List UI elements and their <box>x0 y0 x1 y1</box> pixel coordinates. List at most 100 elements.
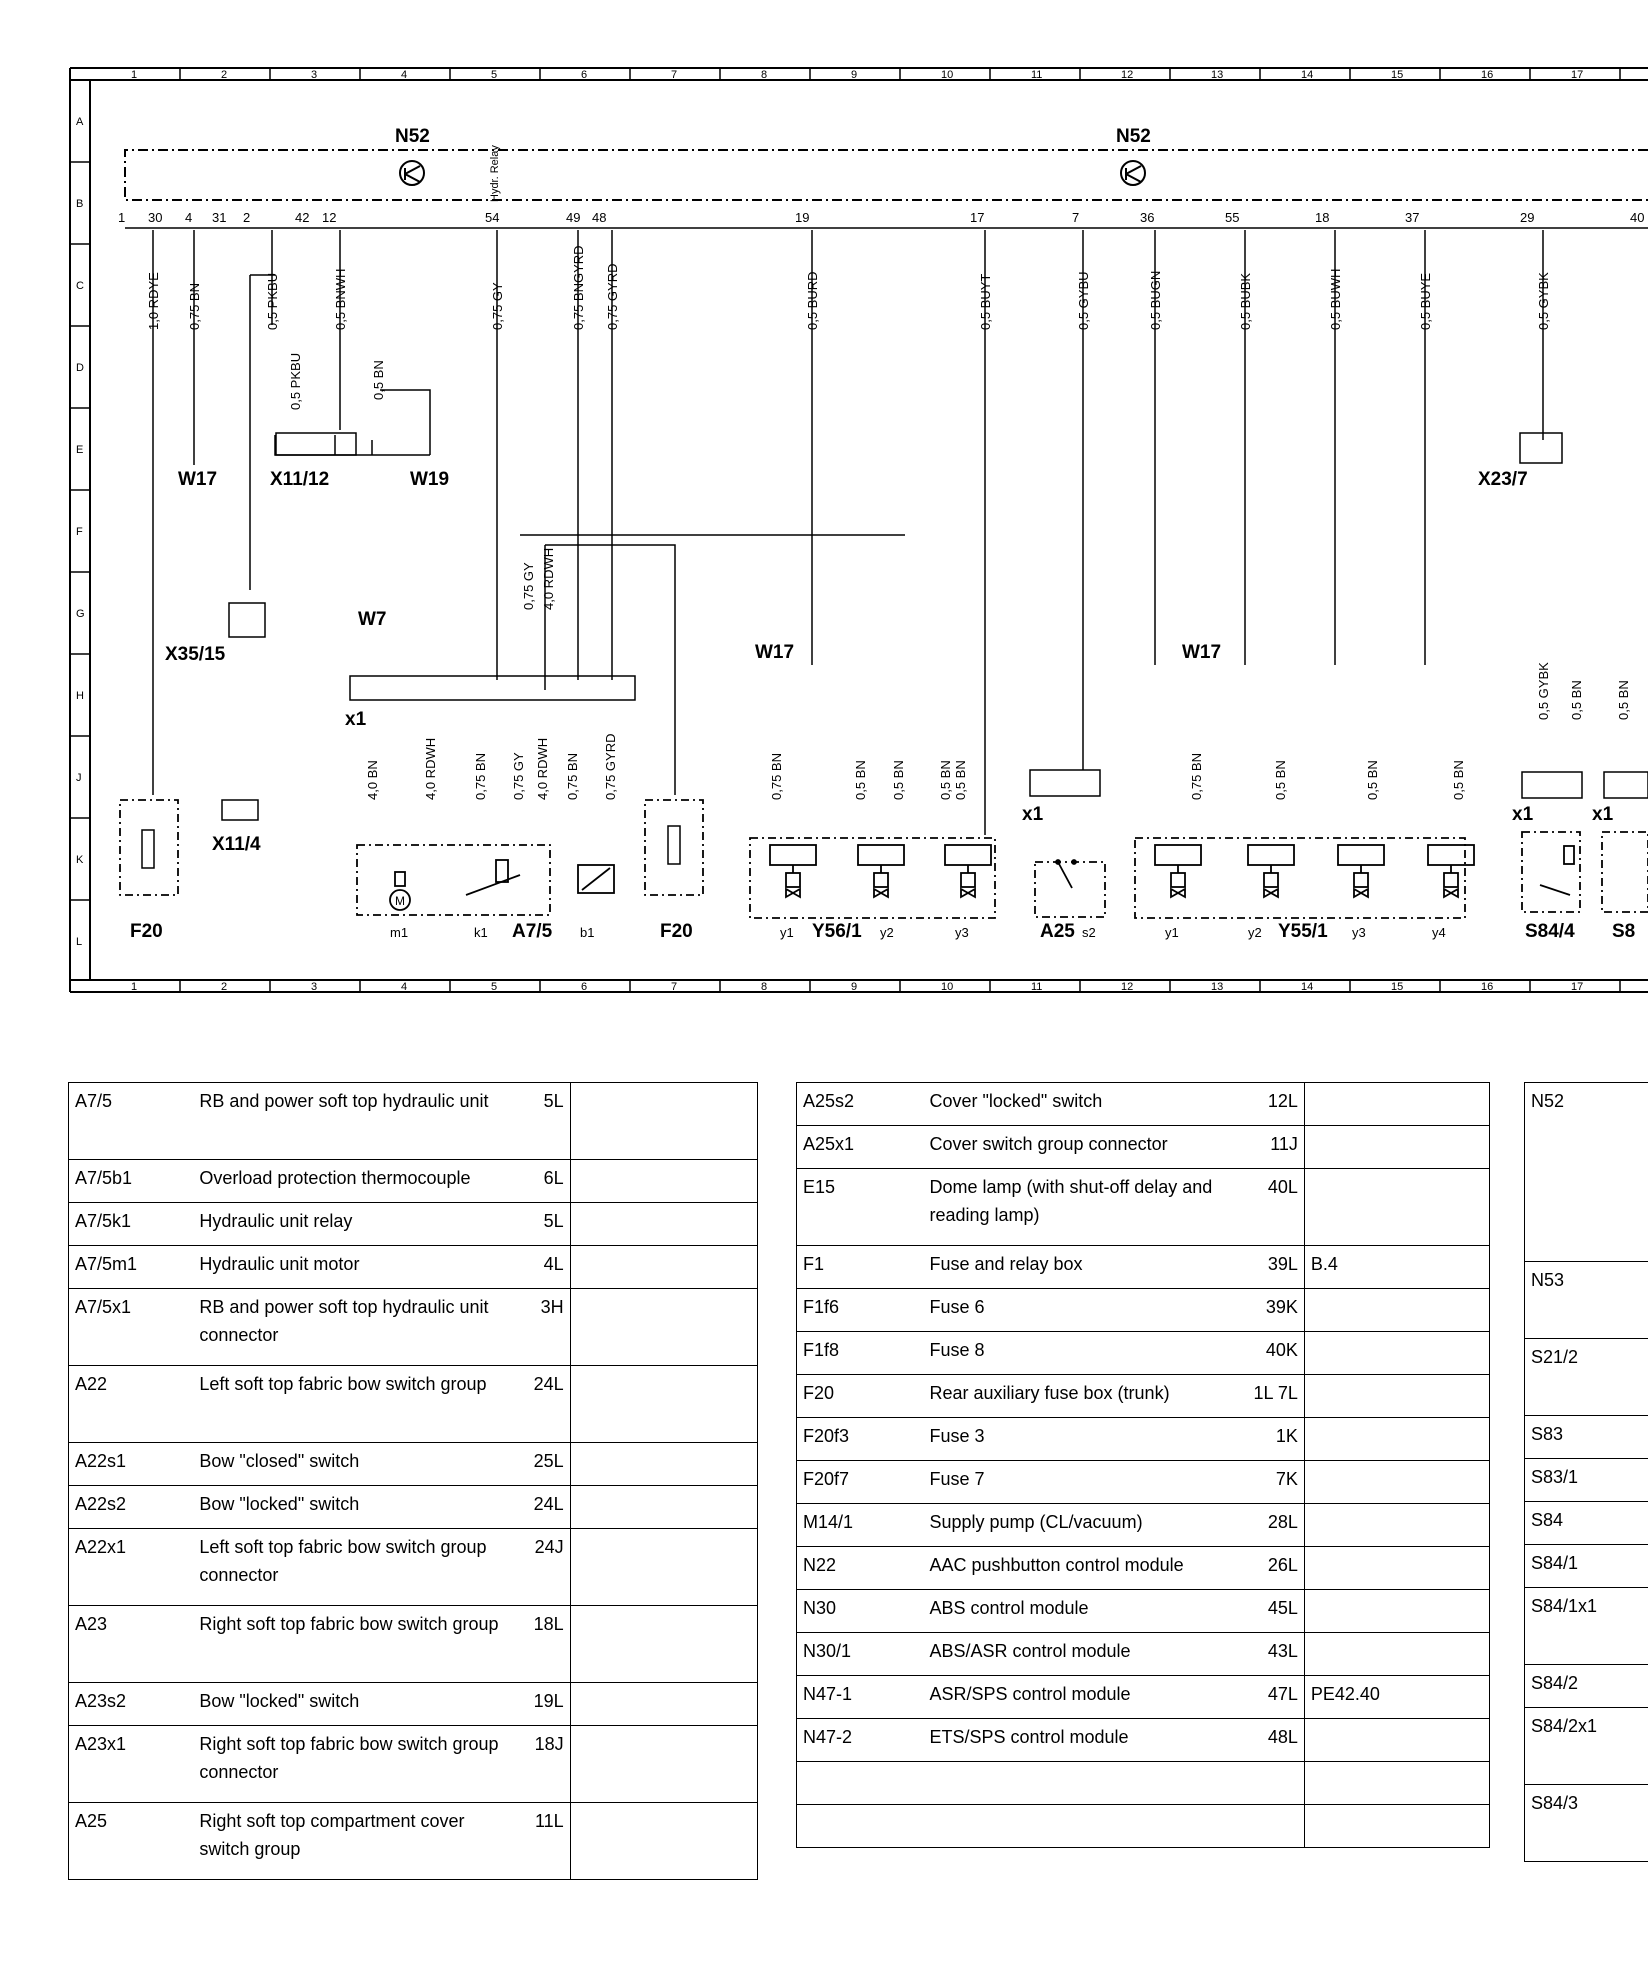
y1-a-label: y1 <box>780 925 794 940</box>
legend-row: S83/1 <box>1524 1458 1648 1502</box>
grid-col-label: 15 <box>1391 69 1403 81</box>
legend-code: A22s1 <box>68 1442 194 1486</box>
pin-label: 1 <box>118 210 125 225</box>
grid-col-label: 6 <box>581 69 587 81</box>
legend-loc: 24J <box>505 1528 571 1606</box>
legend-desc: AAC pushbutton control module <box>923 1546 1242 1590</box>
legend-code: N53 <box>1524 1261 1648 1339</box>
pin-label: 4 <box>185 210 192 225</box>
legend-loc: 40K <box>1241 1331 1305 1375</box>
legend-code: N47-2 <box>796 1718 924 1762</box>
legend-note <box>569 1682 759 1726</box>
legend-row <box>796 1804 1491 1848</box>
grid-col-label: 3 <box>311 69 317 81</box>
legend-loc: 1K <box>1241 1417 1305 1461</box>
legend-note <box>569 1442 759 1486</box>
legend-desc: Fuse and relay box <box>923 1245 1242 1289</box>
legend-desc: Hydraulic unit motor <box>193 1245 506 1289</box>
legend-desc: Right soft top compartment cover switch … <box>193 1802 506 1880</box>
legend-desc: Cover switch group connector <box>923 1125 1242 1169</box>
switch-icon <box>1055 859 1077 889</box>
w19-label: W19 <box>410 469 449 490</box>
legend-code: E15 <box>796 1168 924 1246</box>
legend-desc: Left soft top fabric bow switch group <box>193 1365 506 1443</box>
wire-label: 0,5 GYBK <box>1536 272 1551 330</box>
grid-col-label: 9 <box>851 981 857 993</box>
solenoid-valve-icon <box>1247 844 1295 899</box>
legend-code: S21/2 <box>1524 1338 1648 1416</box>
legend-desc: Fuse 7 <box>923 1460 1242 1504</box>
legend-code: A23 <box>68 1605 194 1683</box>
grid-col-label: 5 <box>491 981 497 993</box>
grid-col-label: 2 <box>221 69 227 81</box>
legend-code: F20f7 <box>796 1460 924 1504</box>
legend-code <box>796 1761 924 1805</box>
wire-label: 0,75 BN <box>1189 753 1204 800</box>
grid-col-label: 7 <box>671 981 677 993</box>
legend-note <box>569 1202 759 1246</box>
legend-row: S84 <box>1524 1501 1648 1545</box>
grid-col-label: 3 <box>311 981 317 993</box>
grid-col-label: 4 <box>401 69 407 81</box>
legend-code: A23s2 <box>68 1682 194 1726</box>
n52-right-label: N52 <box>1116 126 1151 147</box>
pin-label: 48 <box>592 210 606 225</box>
n52-left-label: N52 <box>395 126 430 147</box>
legend-desc <box>923 1761 1242 1805</box>
grid-col-label: 13 <box>1211 69 1223 81</box>
grid-col-label: 13 <box>1211 981 1223 993</box>
wire-label: 0,5 BURD <box>805 271 820 330</box>
grid-col-label: 12 <box>1121 981 1133 993</box>
k1-label: k1 <box>474 925 488 940</box>
pin-label: 37 <box>1405 210 1419 225</box>
grid-col-label: 12 <box>1121 69 1133 81</box>
wire-label: 0,75 GYRD <box>605 264 620 330</box>
pin-label: 36 <box>1140 210 1154 225</box>
grid-row-label: E <box>76 444 83 456</box>
legend-row: S21/2 <box>1524 1338 1648 1416</box>
solenoid-valve-icon <box>1154 844 1202 899</box>
grid-row-label: H <box>76 690 84 702</box>
pin-label: 18 <box>1315 210 1329 225</box>
y3-b-label: y3 <box>1352 925 1366 940</box>
legend-note <box>1303 1503 1491 1547</box>
wire-label: 0,75 BN <box>769 753 784 800</box>
switch-icon <box>1539 845 1575 896</box>
legend-note <box>569 1365 759 1443</box>
wire-label: 4,0 RDWH <box>541 548 556 610</box>
legend-code: S84/3 <box>1524 1784 1648 1862</box>
legend-code: A22 <box>68 1365 194 1443</box>
wire-label: 1,0 RDYE <box>146 272 161 330</box>
legend-loc: 19L <box>505 1682 571 1726</box>
legend-note <box>1303 1125 1491 1169</box>
wire-label: 0,5 BN <box>1616 680 1631 720</box>
pin-label: 55 <box>1225 210 1239 225</box>
legend-desc: Cover "locked" switch <box>923 1082 1242 1126</box>
grid-row-label: A <box>76 116 84 128</box>
legend-desc: ASR/SPS control module <box>923 1675 1242 1719</box>
legend-code: A7/5x1 <box>68 1288 194 1366</box>
legend-loc: 5L <box>505 1082 571 1160</box>
legend-loc: 43L <box>1241 1632 1305 1676</box>
legend-desc: Bow "closed" switch <box>193 1442 506 1486</box>
legend-code: N30/1 <box>796 1632 924 1676</box>
x11-4-label: X11/4 <box>212 834 261 855</box>
wire-label: 0,5 PKBU <box>288 353 303 410</box>
legend-note <box>569 1725 759 1803</box>
pin-label: 2 <box>243 210 250 225</box>
grid-col-label: 17 <box>1571 69 1583 81</box>
wire-label: 0,5 BN <box>853 760 868 800</box>
thermocouple-icon <box>577 864 615 894</box>
legend-loc: 45L <box>1241 1589 1305 1633</box>
legend-code: F1f6 <box>796 1288 924 1332</box>
legend-code: F1 <box>796 1245 924 1289</box>
legend-desc: Fuse 8 <box>923 1331 1242 1375</box>
